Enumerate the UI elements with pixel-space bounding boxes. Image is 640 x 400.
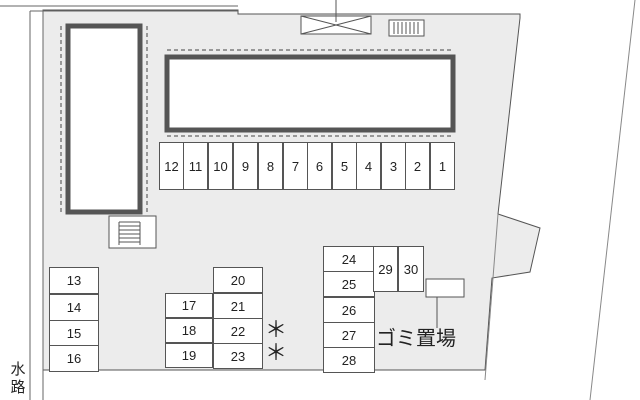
parking-stall: 28 (323, 347, 375, 373)
parking-stall: 26 (323, 297, 375, 323)
road-line (484, 213, 499, 381)
equipment-box-cross-2 (300, 15, 372, 35)
parking-stall: 2 (405, 142, 430, 190)
parking-stall: 1 (430, 142, 455, 190)
parking-stall: 3 (381, 142, 406, 190)
garbage-area-label: ゴミ置場 (376, 328, 456, 350)
stairs-west (108, 215, 157, 249)
parking-stall: 4 (356, 142, 381, 190)
asterisk-marker-bottom: ＊ (265, 340, 288, 365)
stairs-north-treads (393, 22, 419, 34)
asterisk-marker-top: ＊ (265, 317, 288, 342)
parking-stall: 12 (159, 142, 184, 190)
parking-stall: 16 (49, 345, 99, 372)
waterway-label-bottom: 路 (10, 379, 26, 396)
parking-stall: 24 (323, 246, 375, 272)
road-edge-line (589, 0, 636, 400)
parking-stall: 18 (165, 318, 213, 343)
parking-stall: 10 (208, 142, 233, 190)
parking-stall: 29 (373, 246, 398, 292)
parking-stall: 25 (323, 271, 375, 297)
parking-stall: 5 (332, 142, 357, 190)
parking-stall: 22 (213, 318, 263, 344)
parking-stall: 20 (213, 267, 263, 293)
parking-stall: 19 (165, 343, 213, 368)
parking-stall: 14 (49, 294, 99, 321)
parking-stall: 13 (49, 267, 99, 294)
waterway-label-top: 水 (10, 361, 26, 378)
parking-stall: 30 (398, 246, 424, 292)
parking-stall: 15 (49, 320, 99, 347)
garbage-box (425, 278, 465, 298)
parking-stall: 23 (213, 343, 263, 369)
stairs-west-treads (118, 221, 141, 245)
parking-stall: 6 (307, 142, 332, 190)
parking-stall: 9 (233, 142, 258, 190)
building-north (164, 54, 456, 133)
parking-stall: 27 (323, 322, 375, 348)
parking-stall: 21 (213, 293, 263, 319)
building-west (65, 23, 143, 215)
parking-stall: 7 (283, 142, 308, 190)
parking-stall: 8 (258, 142, 283, 190)
parking-stall: 17 (165, 293, 213, 318)
parking-stall: 11 (183, 142, 208, 190)
